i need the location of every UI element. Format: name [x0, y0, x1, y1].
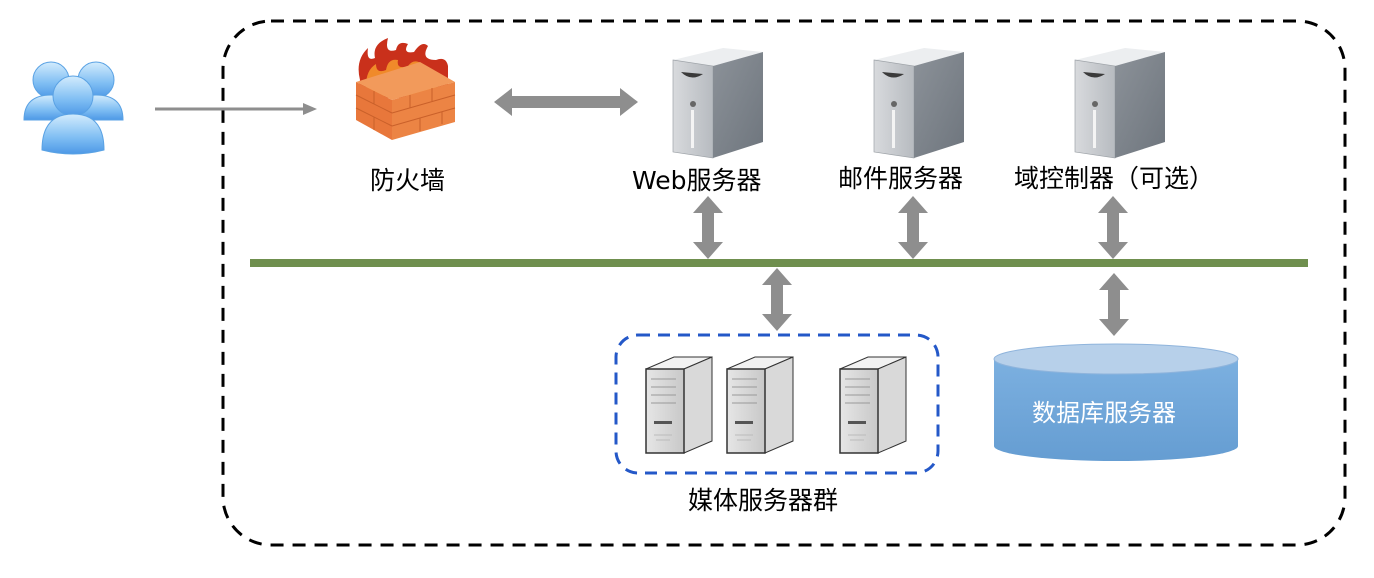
firewall-icon: [355, 38, 456, 140]
arrow-mail-bus: [898, 196, 928, 259]
database-cylinder-icon: [993, 343, 1239, 461]
firewall-label: 防火墙: [370, 166, 446, 195]
mail-server-icon: [873, 48, 964, 159]
arrow-firewall-web: [494, 88, 638, 116]
arrow-bus-database: [1099, 273, 1129, 336]
media-server-icon: [645, 356, 713, 454]
network-boundary: [221, 19, 1347, 547]
arrow-users-to-firewall: [155, 103, 317, 115]
media-cluster-label: 媒体服务器群: [688, 486, 839, 515]
arrow-dc-bus: [1098, 196, 1128, 259]
arrow-bus-media: [762, 268, 792, 331]
media-cluster-boundary: [614, 333, 940, 475]
domain-controller-icon: [1074, 48, 1165, 159]
web-server-label: Web服务器: [632, 166, 762, 195]
media-server-icon: [726, 356, 794, 454]
database-label: 数据库服务器: [1032, 399, 1176, 427]
mail-server-label: 邮件服务器: [838, 164, 964, 193]
network-bus: [250, 259, 1308, 267]
web-server-icon: [672, 48, 763, 159]
domain-controller-label: 域控制器（可选）: [1014, 164, 1215, 193]
arrow-web-bus: [693, 196, 723, 259]
users-icon: [23, 61, 124, 155]
media-server-icon: [839, 356, 907, 454]
